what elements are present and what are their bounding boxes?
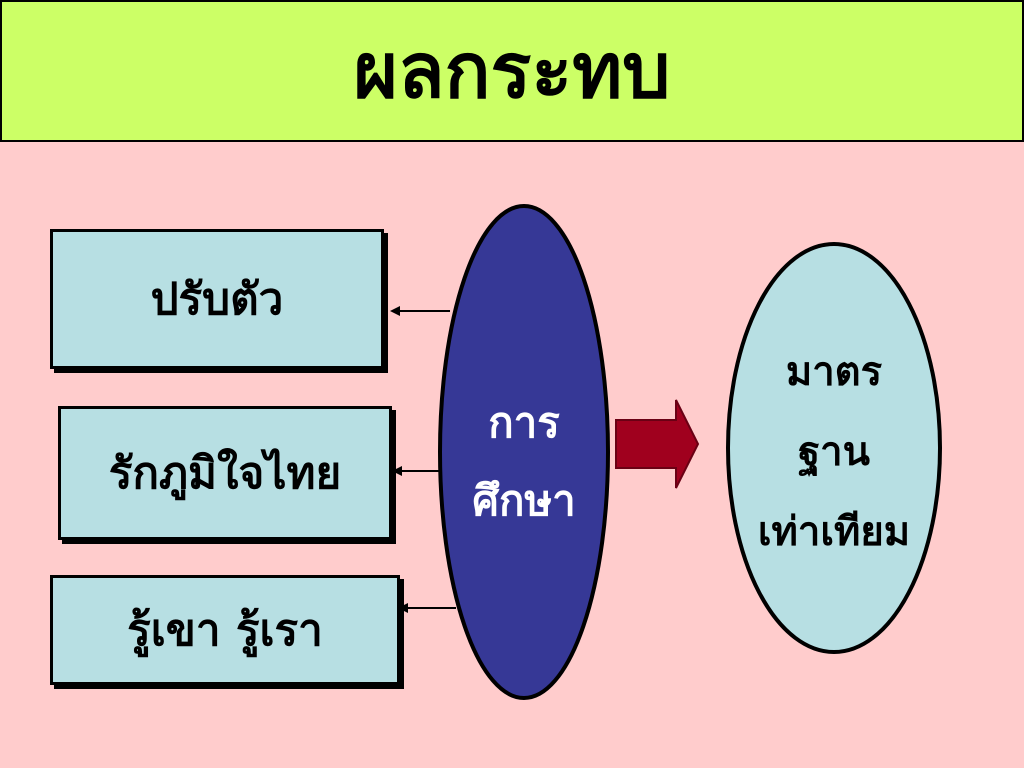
connector-arrow-1: [390, 306, 450, 316]
box-adapt-label: ปรับตัว: [150, 274, 284, 325]
center-label-line1: การ: [488, 398, 560, 447]
right-ellipse: [726, 242, 942, 654]
box-love-thai-label: รักภูมิใจไทย: [108, 448, 342, 499]
title-bar: ผลกระทบ: [0, 0, 1024, 142]
right-label-line2: ฐาน: [798, 428, 870, 475]
center-label-line2: ศึกษา: [472, 476, 576, 525]
connector-arrow-2: [392, 466, 440, 476]
slide-title: ผลกระทบ: [353, 26, 671, 115]
box-know-self: รู้เขา รู้เรา: [50, 575, 400, 685]
center-ellipse: [438, 204, 610, 700]
box-know-self-label: รู้เขา รู้เรา: [127, 605, 323, 656]
center-ellipse-label: การ ศึกษา: [444, 384, 604, 540]
block-arrow: [615, 399, 700, 489]
right-ellipse-label: มาตร ฐาน เท่าเทียม: [728, 332, 940, 572]
right-label-line1: มาตร: [785, 348, 883, 395]
right-label-line3: เท่าเทียม: [757, 508, 911, 555]
box-adapt: ปรับตัว: [50, 229, 384, 369]
connector-arrow-3: [398, 603, 456, 613]
box-love-thai: รักภูมิใจไทย: [58, 406, 392, 540]
